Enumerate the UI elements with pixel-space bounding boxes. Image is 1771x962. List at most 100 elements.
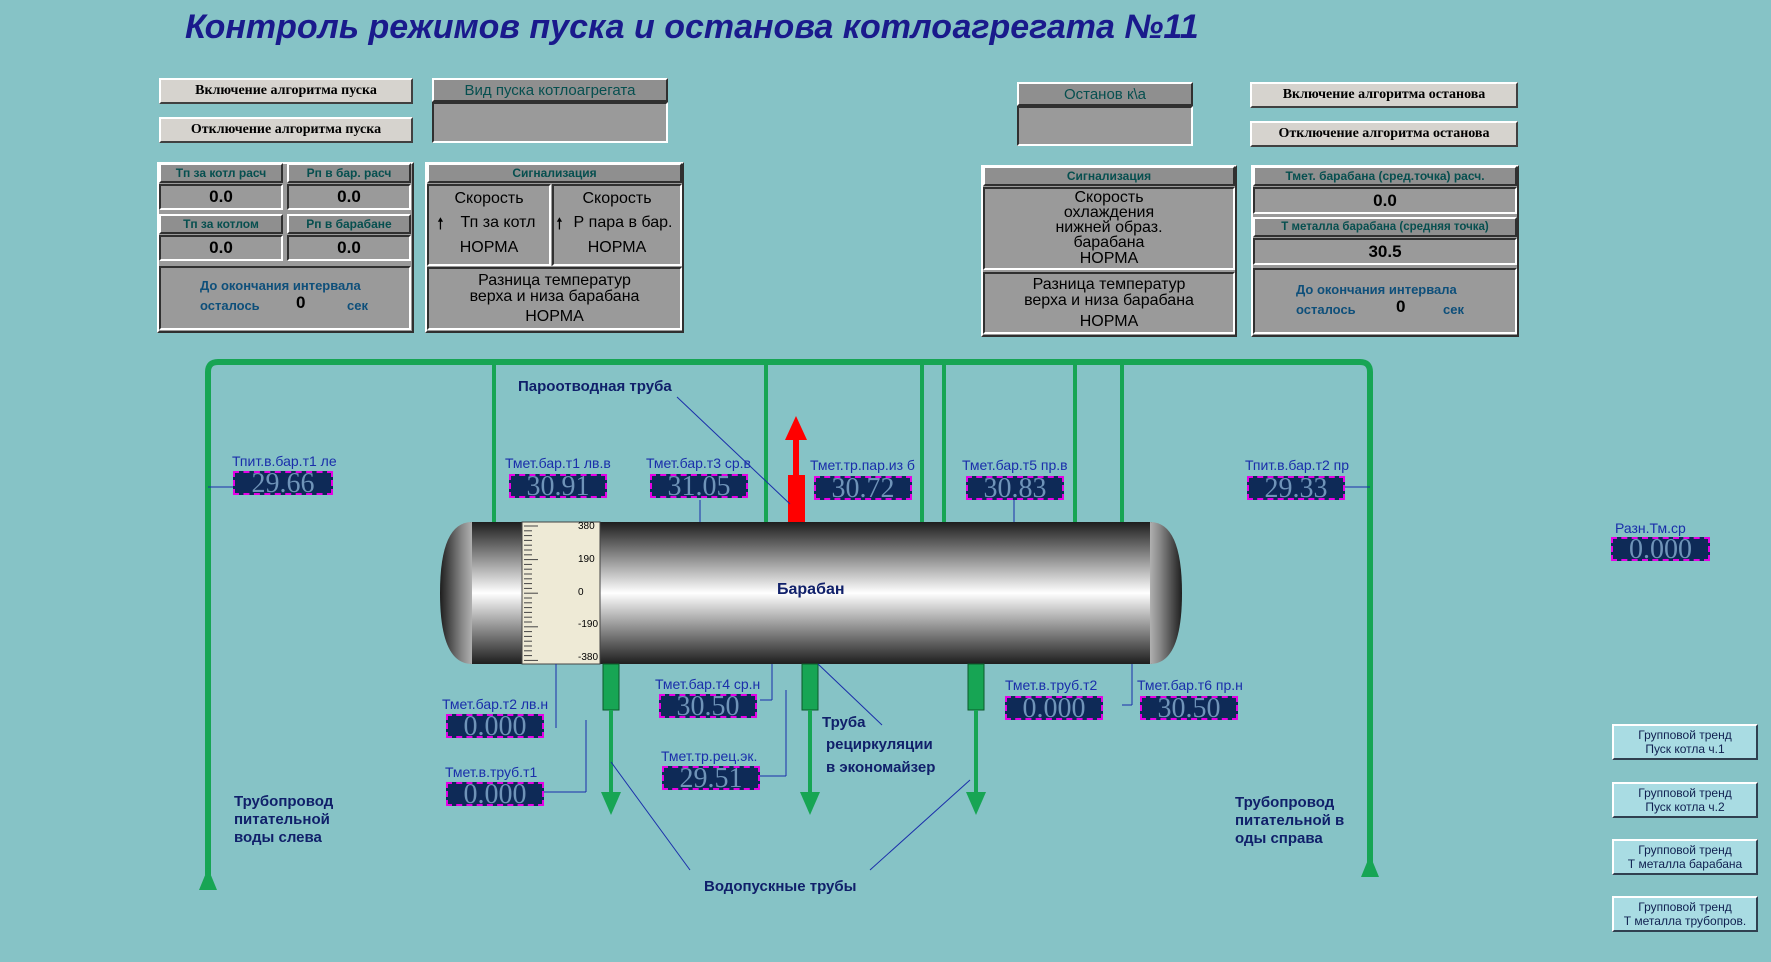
start-signal-header: Сигнализация xyxy=(427,163,682,183)
start-diff-line2: верха и низа барабана xyxy=(469,288,640,305)
start-sig1-arrow-icon: 🠕 xyxy=(437,216,444,233)
tp-calc-value: 0.0 xyxy=(159,184,283,210)
pp-calc-label: Рп в бар. расч xyxy=(287,163,411,183)
tmet-pipe-recirc-label: Тмет.тр.рец.эк. xyxy=(661,748,758,764)
gauge-tick-380: 380 xyxy=(578,521,595,532)
razn-value: 0.000 xyxy=(1611,537,1710,561)
stop-value xyxy=(1017,106,1193,146)
tpit-t2-label: Тпит.в.бар.т2 пр xyxy=(1245,457,1350,473)
gauge-tick-m190: -190 xyxy=(578,619,599,630)
feed-right-line2: питательной в xyxy=(1235,812,1345,829)
drum-right-cap xyxy=(1150,522,1182,664)
tmet-calc-value: 0.0 xyxy=(1253,187,1517,214)
trend-start-part1-button[interactable]: Групповой тренд Пуск котла ч.1 xyxy=(1612,724,1758,760)
pp-value: 0.0 xyxy=(287,235,411,261)
trend-pipe-metal-button[interactable]: Групповой тренд Т металла трубопров. xyxy=(1612,896,1758,932)
trend-3-line1: Групповой тренд xyxy=(1638,843,1732,857)
tp-calc-label: Тп за котл расч xyxy=(159,163,283,183)
start-interval-value: 0 xyxy=(296,293,306,312)
start-sig2-status: НОРМА xyxy=(587,239,647,256)
feed-right-line3: оды справа xyxy=(1235,830,1323,847)
stop-interval-unit: сек xyxy=(1443,302,1464,317)
tmet-label: Т металла барабана (средняя точка) xyxy=(1253,217,1517,237)
downcomer2-arrow-icon xyxy=(966,792,986,815)
tmet-t5-value: 30.83 xyxy=(966,476,1064,500)
trend-start-part2-button[interactable]: Групповой тренд Пуск котла ч.2 xyxy=(1612,782,1758,818)
start-sig1-cell xyxy=(427,184,551,266)
start-diff-line1: Разница температур xyxy=(478,272,631,289)
start-sig2-line1: Скорость xyxy=(582,190,652,207)
tmet-value: 30.5 xyxy=(1253,238,1517,265)
start-sig2-arrow-icon: 🠕 xyxy=(556,216,563,233)
start-diff-cell xyxy=(427,267,682,330)
stop-cool-line1: Скорость xyxy=(1074,189,1144,206)
drum-label: Барабан xyxy=(777,581,845,598)
stop-interval-line2: осталось xyxy=(1296,302,1356,317)
tmet-calc-label: Тмет. барабана (сред.точка) расч. xyxy=(1253,166,1517,186)
tmet-pipe-steam-label: Тмет.тр.пар.из б xyxy=(810,457,915,473)
start-interval-line2: осталось xyxy=(200,298,260,313)
trend-2-line1: Групповой тренд xyxy=(1638,786,1732,800)
tmet-pipe-steam-value: 30.72 xyxy=(814,476,912,500)
start-mode-header: Вид пуска котлоагрегата xyxy=(432,78,668,102)
gauge-tick-190: 190 xyxy=(578,554,595,565)
drum-left-cap xyxy=(440,522,472,664)
stop-diff-line1: Разница температур xyxy=(1032,276,1186,293)
feed-left-line2: питательной xyxy=(234,811,330,828)
steam-arrow-icon xyxy=(785,416,807,440)
start-disable-button[interactable]: Отключение алгоритма пуска xyxy=(159,117,413,143)
tp-label: Тп за котлом xyxy=(159,214,283,234)
downcomer1-arrow-icon xyxy=(601,792,621,815)
razn-label: Разн.Тм.ср xyxy=(1615,520,1686,536)
recirc-line3: в экономайзер xyxy=(826,759,936,776)
page-title: Контроль режимов пуска и останова котлоа… xyxy=(185,8,1199,46)
feed-water-pipe xyxy=(205,359,1373,875)
tmet-t4-label: Тмет.бар.т4 ср.н xyxy=(655,676,761,692)
steam-outlet-pipe xyxy=(788,475,805,522)
recirc-arrow-icon xyxy=(800,792,820,815)
tmet-pipe-t1-label: Тмет.в.труб.т1 xyxy=(445,764,538,780)
start-mode-value xyxy=(432,102,668,143)
start-sig1-line2: Тп за котл xyxy=(460,214,536,231)
trend-1-line2: Пуск котла ч.1 xyxy=(1645,742,1725,756)
start-enable-button[interactable]: Включение алгоритма пуска xyxy=(159,78,413,104)
feed-right-arrow-icon xyxy=(1361,855,1379,877)
tmet-t6-label: Тмет.бар.т6 пр.н xyxy=(1137,677,1243,693)
stop-interval-line1: До окончания интервала xyxy=(1296,282,1457,297)
start-sig2-cell xyxy=(552,184,682,266)
trend-4-line1: Групповой тренд xyxy=(1638,900,1732,914)
stop-diff-cell xyxy=(983,272,1235,334)
stop-header: Останов к\а xyxy=(1017,82,1193,106)
tmet-t3-label: Тмет.бар.т3 ср.в xyxy=(646,455,751,471)
feed-left-line3: воды слева xyxy=(234,829,322,846)
tmet-t4-value: 30.50 xyxy=(659,694,757,718)
tpit-t1-value: 29.66 xyxy=(233,471,333,495)
trend-drum-metal-button[interactable]: Групповой тренд Т металла барабана xyxy=(1612,839,1758,875)
pp-calc-value: 0.0 xyxy=(287,184,411,210)
stop-cool-status: НОРМА xyxy=(1079,250,1139,267)
feed-left-arrow-icon xyxy=(199,868,217,890)
stop-diff-line2: верха и низа барабана xyxy=(1024,292,1194,309)
gauge-tick-m380: -380 xyxy=(578,652,599,663)
start-interval-box xyxy=(159,266,411,330)
stop-interval-value: 0 xyxy=(1396,297,1406,316)
trend-2-line2: Пуск котла ч.2 xyxy=(1645,800,1725,814)
stop-cool-line2: охлаждения xyxy=(1063,204,1155,221)
stop-disable-button[interactable]: Отключение алгоритма останова xyxy=(1250,121,1518,147)
steam-pipe-label: Пароотводная труба xyxy=(518,378,672,395)
start-diff-status: НОРМА xyxy=(525,308,584,325)
start-sig2-line2: Р пара в бар. xyxy=(573,214,673,231)
trend-3-line2: Т металла барабана xyxy=(1627,857,1743,871)
tmet-t1-value: 30.91 xyxy=(509,474,607,498)
tpit-t1-label: Тпит.в.бар.т1 ле xyxy=(232,453,337,469)
tmet-t6-value: 30.50 xyxy=(1140,696,1238,720)
stop-cool-line4: барабана xyxy=(1073,234,1145,251)
start-sig1-line1: Скорость xyxy=(454,190,524,207)
stop-enable-button[interactable]: Включение алгоритма останова xyxy=(1250,82,1518,108)
tmet-t3-value: 31.05 xyxy=(650,474,748,498)
gauge-tick-0: 0 xyxy=(578,587,584,598)
recirc-line2: рециркуляции xyxy=(826,736,933,753)
tmet-t5-label: Тмет.бар.т5 пр.в xyxy=(962,457,1068,473)
trend-4-line2: Т металла трубопров. xyxy=(1623,914,1747,928)
start-sig1-status: НОРМА xyxy=(459,239,519,256)
